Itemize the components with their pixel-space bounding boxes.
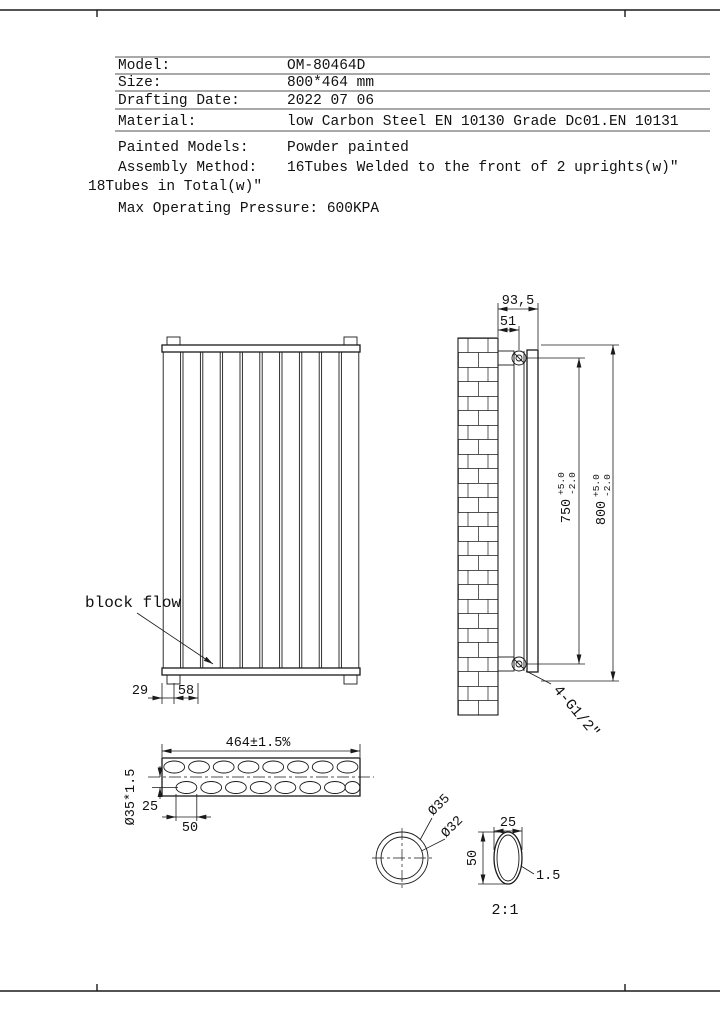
- dim-800-tol-dn: -2.0: [602, 474, 613, 497]
- date-label: Drafting Date:: [118, 93, 240, 109]
- model-label: Model:: [118, 58, 170, 74]
- dim-93-5-text: 93,5: [502, 294, 534, 309]
- top-view-dims: 464±1.5% Ø35*1.5 25 50: [124, 736, 361, 836]
- dim-750-text: 750: [560, 499, 575, 523]
- model-value: OM-80464D: [287, 58, 365, 74]
- top-view: 464±1.5% Ø35*1.5 25 50: [124, 736, 374, 836]
- dim-800-tol-up: +5.0: [591, 474, 602, 497]
- tube-oval-detail: 25 50 1.5: [466, 816, 560, 885]
- tube-round-detail: Ø35 Ø32: [372, 792, 467, 888]
- material-label: Material:: [118, 114, 196, 130]
- tubes-total-note: 18Tubes in Total(w)": [88, 179, 262, 195]
- assembly-label: Assembly Method:: [118, 160, 257, 176]
- size-value: 800*464 mm: [287, 75, 374, 91]
- dia-outer-leader: [419, 817, 433, 841]
- assembly-value: 16Tubes Welded to the front of 2 upright…: [287, 160, 679, 176]
- detail-views: Ø35 Ø32 25 50 1.5 2:1: [372, 792, 560, 919]
- radiator-side-profile: [497, 349, 539, 673]
- dia-inner-leader: [421, 838, 446, 852]
- dim-51-text: 51: [500, 315, 516, 330]
- dim-800-group: 800 +5.0 -2.0: [591, 474, 613, 525]
- detail-scale-text: 2:1: [491, 902, 518, 919]
- side-view: 93,5 51 750 +5.0 -2.0 800 +5.0 -2.0 4: [457, 294, 619, 741]
- brick-wall: [457, 337, 499, 716]
- thread-label-text: 4-G1/2": [549, 682, 603, 741]
- painted-value: Powder painted: [287, 140, 409, 156]
- side-view-dims: 93,5 51 750 +5.0 -2.0 800 +5.0 -2.0 4: [497, 294, 619, 741]
- thread-label-group: 4-G1/2": [549, 682, 603, 741]
- oval-height-text: 50: [466, 850, 481, 866]
- front-view: 29 58 block flow: [85, 336, 361, 704]
- dim-750-tol-dn: -2.0: [567, 472, 578, 495]
- dim-58-text: 58: [178, 684, 194, 699]
- dim-750-tol-up: +5.0: [556, 472, 567, 495]
- block-flow-text: block flow: [85, 594, 181, 612]
- dim-750-group: 750 +5.0 -2.0: [556, 472, 578, 523]
- block-flow-leader: [136, 612, 214, 665]
- dim-29-text: 29: [132, 684, 148, 699]
- wall-thickness-leader: [520, 865, 535, 875]
- front-view-bottom-dims: 29 58: [132, 683, 199, 704]
- title-block-rules: [115, 56, 710, 132]
- tube-sections-back-row: [163, 760, 359, 774]
- material-value: low Carbon Steel EN 10130 Grade Dc01.EN …: [287, 114, 679, 130]
- date-value: 2022 07 06: [287, 93, 374, 109]
- thread-leader: [525, 670, 552, 685]
- sheet-border: [0, 9, 720, 992]
- dim-50-text: 50: [182, 821, 198, 836]
- max-pressure-note: Max Operating Pressure: 600KPA: [118, 201, 379, 217]
- block-flow-callout: block flow: [85, 594, 214, 665]
- size-label: Size:: [118, 75, 162, 91]
- dim-25-text: 25: [142, 800, 158, 815]
- dim-464-text: 464±1.5%: [226, 736, 292, 751]
- wall-thickness-text: 1.5: [536, 869, 560, 884]
- radiator-front-body: [161, 336, 361, 685]
- tube-spec-text: Ø35*1.5: [124, 769, 139, 826]
- tube-sections-front-row: [175, 781, 361, 794]
- painted-label: Painted Models:: [118, 140, 249, 156]
- title-block: Model: OM-80464D Size: 800*464 mm Drafti…: [88, 56, 710, 217]
- dia-inner-text: Ø32: [439, 814, 467, 842]
- tube-spec-group: Ø35*1.5: [124, 769, 139, 826]
- dim-800-text: 800: [595, 501, 610, 525]
- oval-width-text: 25: [500, 816, 516, 831]
- dia-outer-text: Ø35: [426, 792, 454, 820]
